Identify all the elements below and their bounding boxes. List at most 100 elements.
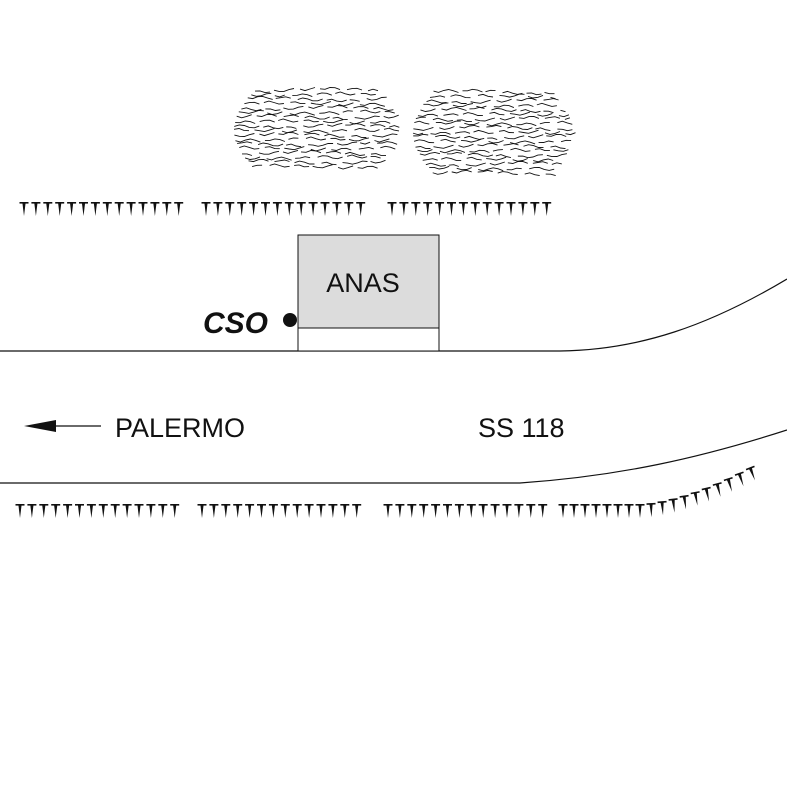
vegetation-stroke xyxy=(489,161,505,166)
vegetation-stroke xyxy=(248,158,269,163)
vegetation-stroke xyxy=(544,92,555,95)
embankment-hachure xyxy=(110,504,120,518)
vegetation-stroke xyxy=(491,107,517,112)
embankment-hachure xyxy=(602,504,612,518)
vegetation-stroke xyxy=(344,151,366,156)
vegetation-stroke xyxy=(432,171,448,175)
vegetation-stroke xyxy=(244,156,261,160)
embankment-hachure xyxy=(90,202,100,216)
embankment-hachure xyxy=(494,202,504,216)
vegetation-stroke xyxy=(239,145,260,150)
vegetation-stroke xyxy=(304,115,330,120)
vegetation-stroke xyxy=(473,129,494,134)
vegetation-stroke xyxy=(551,162,562,165)
embankment-hachure xyxy=(431,504,441,518)
vegetation-stroke xyxy=(465,162,486,167)
road-edge-north xyxy=(0,278,787,352)
vegetation-stroke xyxy=(354,115,380,120)
embankment-hachure xyxy=(490,504,500,518)
embankment-hachure xyxy=(158,504,168,518)
embankment-hachure xyxy=(233,504,243,518)
vegetation-stroke xyxy=(312,164,333,169)
vegetation-stroke xyxy=(429,165,450,170)
vegetation-stroke xyxy=(451,101,467,104)
vegetation-stroke xyxy=(516,122,537,127)
vegetation-stroke xyxy=(380,145,396,150)
embankment-hachure xyxy=(419,504,429,518)
vegetation-stroke xyxy=(544,131,561,135)
embankment-hachure xyxy=(466,504,476,518)
vegetation-stroke xyxy=(308,142,334,147)
embankment-hachure xyxy=(201,202,211,216)
vegetation-stroke xyxy=(353,106,369,109)
vegetation-stroke xyxy=(518,129,539,134)
cso-label: CSO xyxy=(203,307,268,340)
vegetation-stroke xyxy=(389,125,400,128)
vegetation-stroke xyxy=(492,149,503,152)
vegetation-stroke xyxy=(545,173,556,177)
vegetation-stroke xyxy=(247,95,273,100)
vegetation-stroke xyxy=(429,95,446,98)
embankment-hachure xyxy=(320,202,330,216)
embankment-hachure xyxy=(284,202,294,216)
vegetation-stroke xyxy=(233,128,250,132)
embankment-hachure xyxy=(580,504,590,518)
embankment-hachure xyxy=(102,202,112,216)
vegetation-stroke xyxy=(235,138,261,143)
embankment-hachure xyxy=(114,202,124,216)
vegetation-stroke xyxy=(415,116,426,119)
embankment-hachure xyxy=(613,504,623,518)
vegetation-stroke xyxy=(486,122,512,127)
embankment-hachure xyxy=(134,504,144,518)
vegetation-stroke xyxy=(539,122,550,125)
vegetation-stroke xyxy=(504,135,525,140)
embankment-hachure xyxy=(723,476,733,492)
embankment-hachure xyxy=(458,202,468,216)
vegetation-stroke xyxy=(414,120,430,125)
vegetation-stroke xyxy=(538,140,554,144)
vegetation-stroke xyxy=(486,156,507,161)
vegetation-stroke xyxy=(498,130,515,134)
vegetation-stroke xyxy=(557,120,573,125)
vegetation-stroke xyxy=(462,112,483,116)
vegetation-stroke xyxy=(252,164,263,167)
vegetation-stroke xyxy=(557,128,573,132)
vegetation-stroke xyxy=(251,92,272,97)
vegetation-stroke xyxy=(512,158,528,162)
vegetation-stroke xyxy=(499,116,516,121)
vegetation-stroke xyxy=(278,132,299,135)
cso-station: CSO xyxy=(203,307,297,340)
embankment-hachure xyxy=(443,504,452,518)
anas-label: ANAS xyxy=(326,268,400,298)
vegetation-stroke xyxy=(317,155,343,160)
vegetation-stroke xyxy=(553,149,569,152)
vegetation-stroke xyxy=(497,171,518,175)
vegetation-stroke xyxy=(321,161,337,166)
vegetation-stroke xyxy=(238,109,264,114)
vegetation-stroke xyxy=(466,156,482,161)
vegetation-stroke xyxy=(330,137,346,141)
vegetation-stroke xyxy=(412,132,424,136)
vegetation-stroke xyxy=(469,106,485,110)
embankment-hachure xyxy=(146,504,156,518)
embankment-hachure xyxy=(122,504,132,518)
embankment-hachure xyxy=(514,504,524,518)
vegetation-stroke xyxy=(433,144,454,149)
vegetation-stroke xyxy=(282,149,299,154)
embankment-hachure xyxy=(423,202,433,216)
embankment-hachure xyxy=(411,202,421,216)
vegetation-stroke xyxy=(464,122,480,126)
vegetation-stroke xyxy=(467,153,494,157)
vegetation-stroke xyxy=(303,119,319,123)
vegetation-stroke xyxy=(360,92,376,96)
embankment-hachure xyxy=(734,471,744,487)
vegetation-stroke xyxy=(470,99,491,104)
vegetation-stroke xyxy=(493,104,515,109)
embankment-hachures xyxy=(15,202,755,518)
embankment-hachure xyxy=(31,202,41,216)
embankment-hachure xyxy=(272,202,282,216)
vegetation-stroke xyxy=(450,94,471,99)
vegetation-stroke xyxy=(435,134,461,139)
vegetation-stroke xyxy=(338,102,354,107)
vegetation-stroke xyxy=(527,94,544,99)
